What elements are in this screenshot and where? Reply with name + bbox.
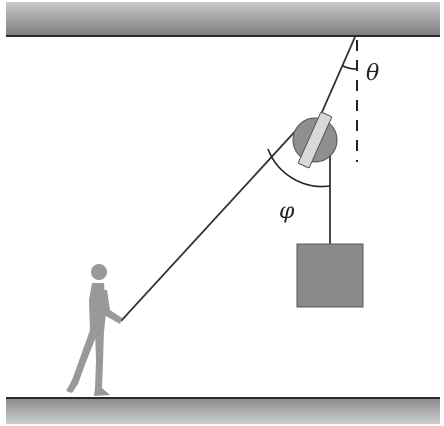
phi-label: φ (279, 199, 295, 224)
hanging-block (296, 243, 364, 308)
ceiling (6, 2, 440, 36)
person-front-leg (94, 330, 110, 396)
pulley-bracket (297, 111, 333, 169)
person-back-leg (66, 330, 98, 393)
theta-label: θ (366, 61, 379, 86)
rope-to-person (120, 125, 301, 322)
phi-angle-arc (267, 148, 331, 188)
person-arm (101, 290, 122, 324)
person (66, 264, 122, 396)
person-head (91, 264, 107, 280)
theta-angle-arc (342, 65, 358, 70)
floor (6, 398, 440, 424)
